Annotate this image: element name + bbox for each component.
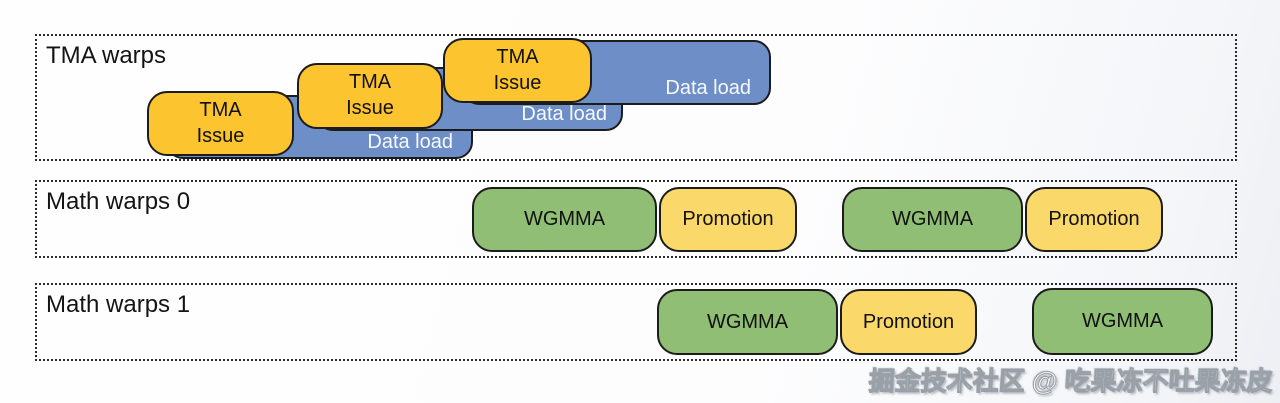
wgmma-label-row0-1: WGMMA xyxy=(523,208,606,230)
wgmma-box-row1-2: WGMMA xyxy=(1032,288,1213,355)
promotion-box-row0-1: Promotion xyxy=(659,187,797,252)
lane-math-warps-0: Math warps 0 xyxy=(35,180,1237,258)
promotion-label-row0-1: Promotion xyxy=(682,208,774,230)
tma-issue-box-3-line2: Issue xyxy=(493,71,542,94)
data-load-label-3: Data load xyxy=(665,77,751,99)
lane-tma-warps: TMA warps xyxy=(35,34,1237,161)
wgmma-box-row0-2: WGMMA xyxy=(842,187,1023,252)
data-load-label-1: Data load xyxy=(367,131,453,153)
tma-issue-box-2-line2: Issue xyxy=(346,97,394,119)
promotion-box-row0-2: Promotion xyxy=(1025,187,1163,252)
wgmma-box-row0-1: WGMMA xyxy=(472,187,657,252)
promotion-box-row1-1: Promotion xyxy=(840,289,977,355)
data-load-label-2: Data load xyxy=(521,103,607,125)
tma-issue-box-2-line1: TMA xyxy=(348,71,392,94)
promotion-label-row0-2: Promotion xyxy=(1048,208,1140,230)
watermark-text: 掘金技术社区 @ 吃果冻不吐果冻皮 xyxy=(868,366,1275,397)
tma-issue-box-1: TMA Issue xyxy=(147,91,294,156)
lane-label-math-warps-0: Math warps 0 xyxy=(46,188,191,215)
lane-label-tma-warps: TMA warps xyxy=(46,42,167,69)
promotion-label-row1-1: Promotion xyxy=(862,310,955,333)
wgmma-box-row1-1: WGMMA xyxy=(657,289,838,355)
tma-issue-box-2: TMA Issue xyxy=(297,63,443,129)
tma-issue-box-3-line1: TMA xyxy=(496,45,539,68)
wgmma-label-row0-2: WGMMA xyxy=(891,208,974,230)
lane-label-math-warps-1: Math warps 1 xyxy=(46,291,191,318)
tma-issue-box-1-line2: Issue xyxy=(196,124,245,147)
tma-issue-box-1-line1: TMA xyxy=(199,98,242,121)
wgmma-label-row1-1: WGMMA xyxy=(706,310,789,333)
tma-issue-box-3: TMA Issue xyxy=(443,38,592,103)
wgmma-label-row1-2: WGMMA xyxy=(1081,310,1164,332)
lane-math-warps-1: Math warps 1 xyxy=(35,283,1237,361)
